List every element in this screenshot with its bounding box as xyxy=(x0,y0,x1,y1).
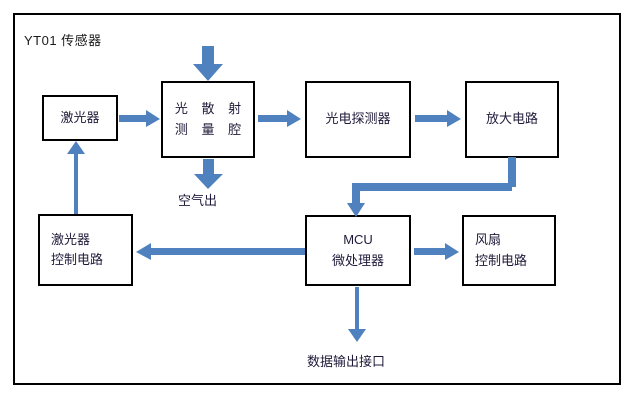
arrow-chamber-to-photodetector xyxy=(258,110,302,128)
arrow-laser-control-to-laser xyxy=(67,141,86,215)
block-fan-control-line-1: 控制电路 xyxy=(475,252,528,268)
block-laser-control[interactable]: 激光器 控制电路 xyxy=(38,214,133,286)
block-amplifier-line-0: 放大电路 xyxy=(485,111,538,127)
arrow-air-inlet-to-chamber xyxy=(191,46,225,82)
arrow-mcu-to-data-output xyxy=(348,287,367,343)
block-mcu-line-1: 微处理器 xyxy=(331,252,384,268)
block-photodetector-line-0: 光电探测器 xyxy=(325,111,391,127)
block-fan-control[interactable]: 风扇 控制电路 xyxy=(462,215,556,286)
arrow-mcu-to-fan-control xyxy=(414,243,460,261)
arrow-mcu-to-laser-control xyxy=(135,243,305,261)
block-chamber-line-1: 测 量 腔 xyxy=(174,121,247,137)
block-mcu[interactable]: MCU 微处理器 xyxy=(305,215,411,286)
caption-air-out: 空气出 xyxy=(178,193,218,208)
arrow-chamber-to-air-out xyxy=(193,159,225,190)
block-chamber[interactable]: 光 散 射 测 量 腔 xyxy=(161,81,255,158)
block-amplifier[interactable]: 放大电路 xyxy=(465,81,559,158)
caption-data-output: 数据输出接口 xyxy=(307,354,386,369)
block-laser[interactable]: 激光器 xyxy=(42,95,118,141)
block-chamber-line-0: 光 散 射 xyxy=(174,101,247,117)
arrow-laser-to-chamber xyxy=(119,110,161,128)
arrow-photodetector-to-amplifier xyxy=(415,110,462,128)
block-laser-line-0: 激光器 xyxy=(60,109,100,125)
arrow-amplifier-to-mcu xyxy=(344,157,524,219)
block-photodetector[interactable]: 光电探测器 xyxy=(305,81,411,158)
block-fan-control-line-0: 风扇 xyxy=(475,232,502,248)
block-laser-control-line-1: 控制电路 xyxy=(51,252,104,267)
sensor-enclosure xyxy=(13,13,621,385)
block-laser-control-line-0: 激光器 xyxy=(51,231,91,247)
block-mcu-line-0: MCU xyxy=(343,232,373,248)
page-title: YT01 传感器 xyxy=(24,33,102,48)
